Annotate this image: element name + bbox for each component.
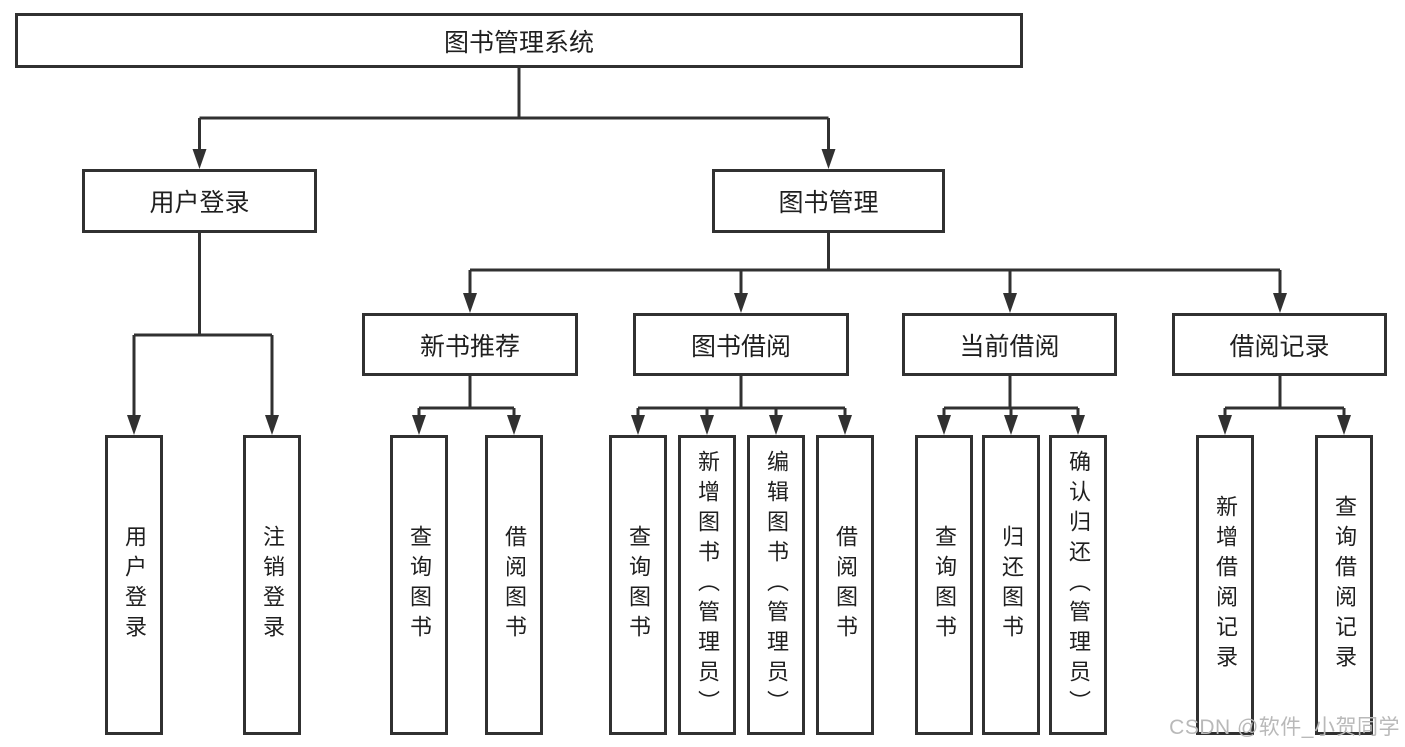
node-current-borrowing: 当前借阅 — [902, 313, 1117, 376]
arrow-down-icon — [192, 149, 207, 169]
arrow-down-icon — [1273, 293, 1287, 313]
arrow-down-icon — [821, 149, 836, 169]
node-leaf-br-query-record: 查询借阅记录 — [1315, 435, 1373, 735]
node-leaf-bb-edit-books-admin: 编辑图书（管理员） — [747, 435, 805, 735]
arrow-down-icon — [838, 415, 852, 435]
node-leaf-logout: 注销登录 — [243, 435, 301, 735]
node-book-management: 图书管理 — [712, 169, 945, 233]
arrow-down-icon — [1003, 293, 1017, 313]
arrow-down-icon — [769, 415, 783, 435]
connector-path — [132, 68, 1346, 420]
arrow-down-icon — [1218, 415, 1232, 435]
arrow-down-icon — [734, 293, 748, 313]
node-root: 图书管理系统 — [15, 13, 1023, 68]
arrow-down-icon — [265, 415, 279, 435]
arrow-down-icon — [1337, 415, 1351, 435]
node-new-book-recommend: 新书推荐 — [362, 313, 578, 376]
node-leaf-user-login: 用户登录 — [105, 435, 163, 735]
arrow-down-icon — [937, 415, 951, 435]
arrow-down-icon — [1071, 415, 1085, 435]
arrow-down-icon — [412, 415, 426, 435]
node-leaf-bb-add-books-admin: 新增图书（管理员） — [678, 435, 736, 735]
arrow-down-icon — [463, 293, 477, 313]
node-leaf-br-add-record: 新增借阅记录 — [1196, 435, 1254, 735]
node-leaf-cb-query-books: 查询图书 — [915, 435, 973, 735]
node-borrowing-records: 借阅记录 — [1172, 313, 1387, 376]
node-book-borrowing: 图书借阅 — [633, 313, 849, 376]
arrow-down-icon — [507, 415, 521, 435]
node-leaf-cb-return-books: 归还图书 — [982, 435, 1040, 735]
arrow-down-icon — [1004, 415, 1018, 435]
arrow-down-icon — [631, 415, 645, 435]
watermark: CSDN @软件_小贺同学 — [1169, 716, 1400, 739]
node-leaf-cb-confirm-return-admin: 确认归还（管理员） — [1049, 435, 1107, 735]
node-leaf-nbr-borrow-books: 借阅图书 — [485, 435, 543, 735]
node-leaf-nbr-query-books: 查询图书 — [390, 435, 448, 735]
node-user-login: 用户登录 — [82, 169, 317, 233]
arrow-down-icon — [700, 415, 714, 435]
node-leaf-bb-borrow-books: 借阅图书 — [816, 435, 874, 735]
arrowhead-icons — [127, 149, 1351, 435]
node-leaf-bb-query-books: 查询图书 — [609, 435, 667, 735]
arrow-down-icon — [127, 415, 141, 435]
